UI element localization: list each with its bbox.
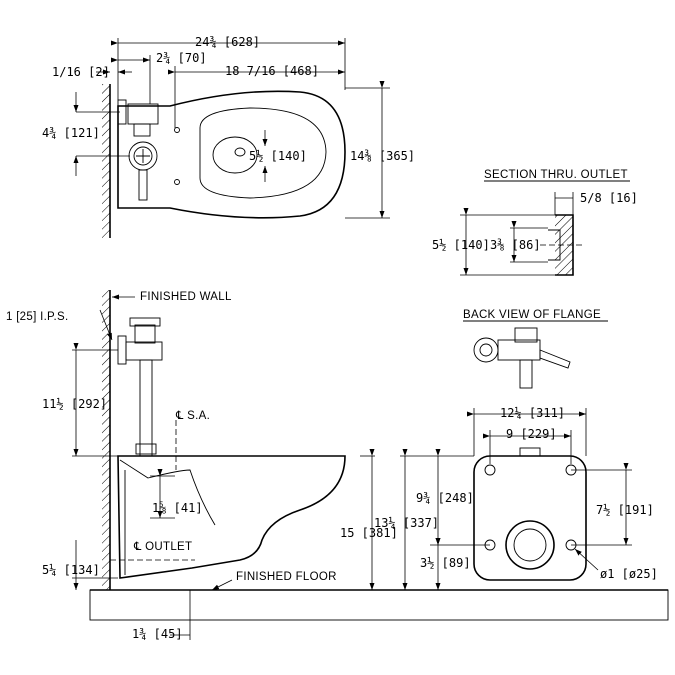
finished-wall-label: FINISHED WALL: [140, 291, 232, 303]
bowl-side-outline: [117, 455, 346, 579]
overall-depth-label: 14⅜ [365]: [350, 149, 415, 163]
hole-vertical-label: 7½ [191]: [596, 503, 654, 517]
top-plan-view: 24¾ [628] 1/16 [2] 2¾ [70] 18 7/16 [468]…: [42, 35, 415, 238]
hole-spacing-label: 9 [229]: [506, 427, 557, 441]
section-thru-outlet: SECTION THRU. OUTLET 5/8 [16] 5½ [140] 3…: [432, 169, 638, 276]
bowl-length-label: 18 7/16 [468]: [225, 64, 319, 78]
floor-offset-label: 1¾ [45]: [132, 627, 183, 641]
flange-width-label: 12¼ [311]: [500, 406, 565, 420]
overall-width-label: 24¾ [628]: [195, 35, 260, 49]
finished-floor-label: FINISHED FLOOR: [236, 571, 337, 583]
outlet-height-label: 5¼ [134]: [42, 563, 100, 577]
side-elevation-view: FINISHED WALL 1 [25] I.P.S. 11½ [292] ℄ …: [6, 290, 669, 641]
outlet-width-label: 5½ [140]: [249, 149, 307, 163]
valve-height-label: 11½ [292]: [42, 397, 107, 411]
spud-depth-label: 1⅝ [41]: [152, 501, 203, 515]
bowl-top-outline: [117, 90, 346, 219]
height-to-top-label: 13¼ [337]: [374, 516, 439, 530]
top-hole-height-label: 9¾ [248]: [416, 491, 474, 505]
wall-hatch-top: [102, 84, 110, 238]
total-height-label: 15 [381]: [340, 526, 398, 540]
spud-height-label: 4¾ [121]: [42, 126, 100, 140]
bottom-hole-height-label: 3½ [89]: [420, 556, 471, 570]
ips-label: 1 [25] I.P.S.: [6, 311, 69, 323]
inner-height-label: 3⅜ [86]: [490, 238, 541, 252]
outer-height-label: 5½ [140]: [432, 238, 490, 252]
wall-gap-label: 1/16 [2]: [52, 65, 110, 79]
cl-outlet-label: ℄ OUTLET: [133, 541, 192, 553]
top-thickness-label: 5/8 [16]: [580, 191, 638, 205]
section-title: SECTION THRU. OUTLET: [484, 169, 628, 181]
cl-sa-label: ℄ S.A.: [175, 410, 210, 422]
back-view-of-flange: BACK VIEW OF FLANGE 12¼ [3: [374, 309, 658, 590]
back-view-title: BACK VIEW OF FLANGE: [463, 309, 601, 321]
flange-offset-label: 2¾ [70]: [156, 51, 207, 65]
hole-diameter-label: ø1 [ø25]: [600, 567, 658, 581]
